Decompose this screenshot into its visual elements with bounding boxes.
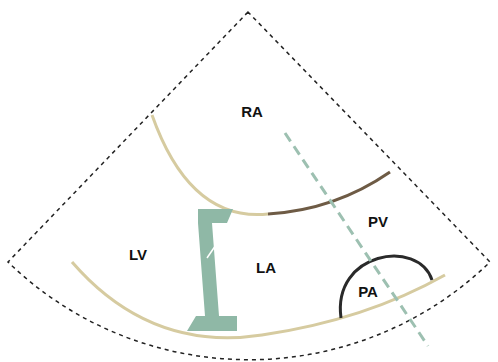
- chamber-label: LA: [254, 260, 278, 277]
- valve-gap: [207, 236, 222, 258]
- ra-wall: [152, 115, 268, 215]
- pa-outline: [340, 256, 432, 318]
- mitral-valve-shape: [187, 209, 237, 331]
- cursor-line: [285, 133, 428, 346]
- sector-outline: [8, 12, 490, 360]
- chamber-label: LV: [127, 247, 149, 264]
- chamber-label: RA: [239, 104, 265, 121]
- chamber-label: PA: [356, 284, 380, 301]
- chamber-label: PV: [366, 214, 390, 231]
- interatrial-septum: [268, 172, 390, 214]
